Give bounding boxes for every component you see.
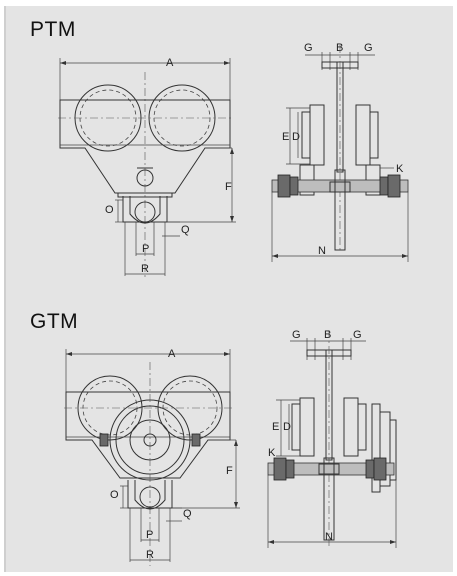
gtm-dim-e: E xyxy=(272,421,279,433)
gtm-dim-f: F xyxy=(226,465,233,477)
ptm-dim-g-right: G xyxy=(364,42,373,54)
ptm-side-view: G B G E D K N xyxy=(271,42,409,262)
gtm-dim-o: O xyxy=(110,489,119,501)
ptm-front-view: A F O Q P xyxy=(58,57,236,280)
gtm-dim-q: Q xyxy=(183,508,192,520)
gtm-dim-k: K xyxy=(268,447,276,459)
gtm-dim-r: R xyxy=(146,549,154,561)
gtm-dim-d: D xyxy=(283,421,291,433)
gtm-dim-g-left: G xyxy=(292,329,301,341)
ptm-dim-b: B xyxy=(336,42,343,54)
ptm-dim-a: A xyxy=(166,57,174,69)
gtm-side-view: G B G E D K N xyxy=(267,329,397,548)
ptm-dim-q: Q xyxy=(181,224,190,236)
ptm-dim-n: N xyxy=(318,245,326,257)
gtm-dim-p: P xyxy=(146,529,153,541)
gtm-dim-a: A xyxy=(168,348,176,360)
gtm-dim-g-right: G xyxy=(353,329,362,341)
ptm-dim-o: O xyxy=(105,204,114,216)
gtm-dim-b: B xyxy=(324,329,331,341)
ptm-dim-f: F xyxy=(225,181,232,193)
gtm-front-view: A F O Q P xyxy=(64,348,240,566)
ptm-dim-p: P xyxy=(142,243,149,255)
ptm-title: PTM xyxy=(30,18,76,41)
ptm-dim-r: R xyxy=(141,263,149,275)
gtm-title: GTM xyxy=(30,310,79,333)
ptm-dim-k: K xyxy=(396,163,404,175)
ptm-dim-e: E xyxy=(282,131,289,143)
ptm-dim-d: D xyxy=(292,131,300,143)
gtm-dim-n: N xyxy=(325,531,333,543)
ptm-dim-g-left: G xyxy=(304,42,313,54)
